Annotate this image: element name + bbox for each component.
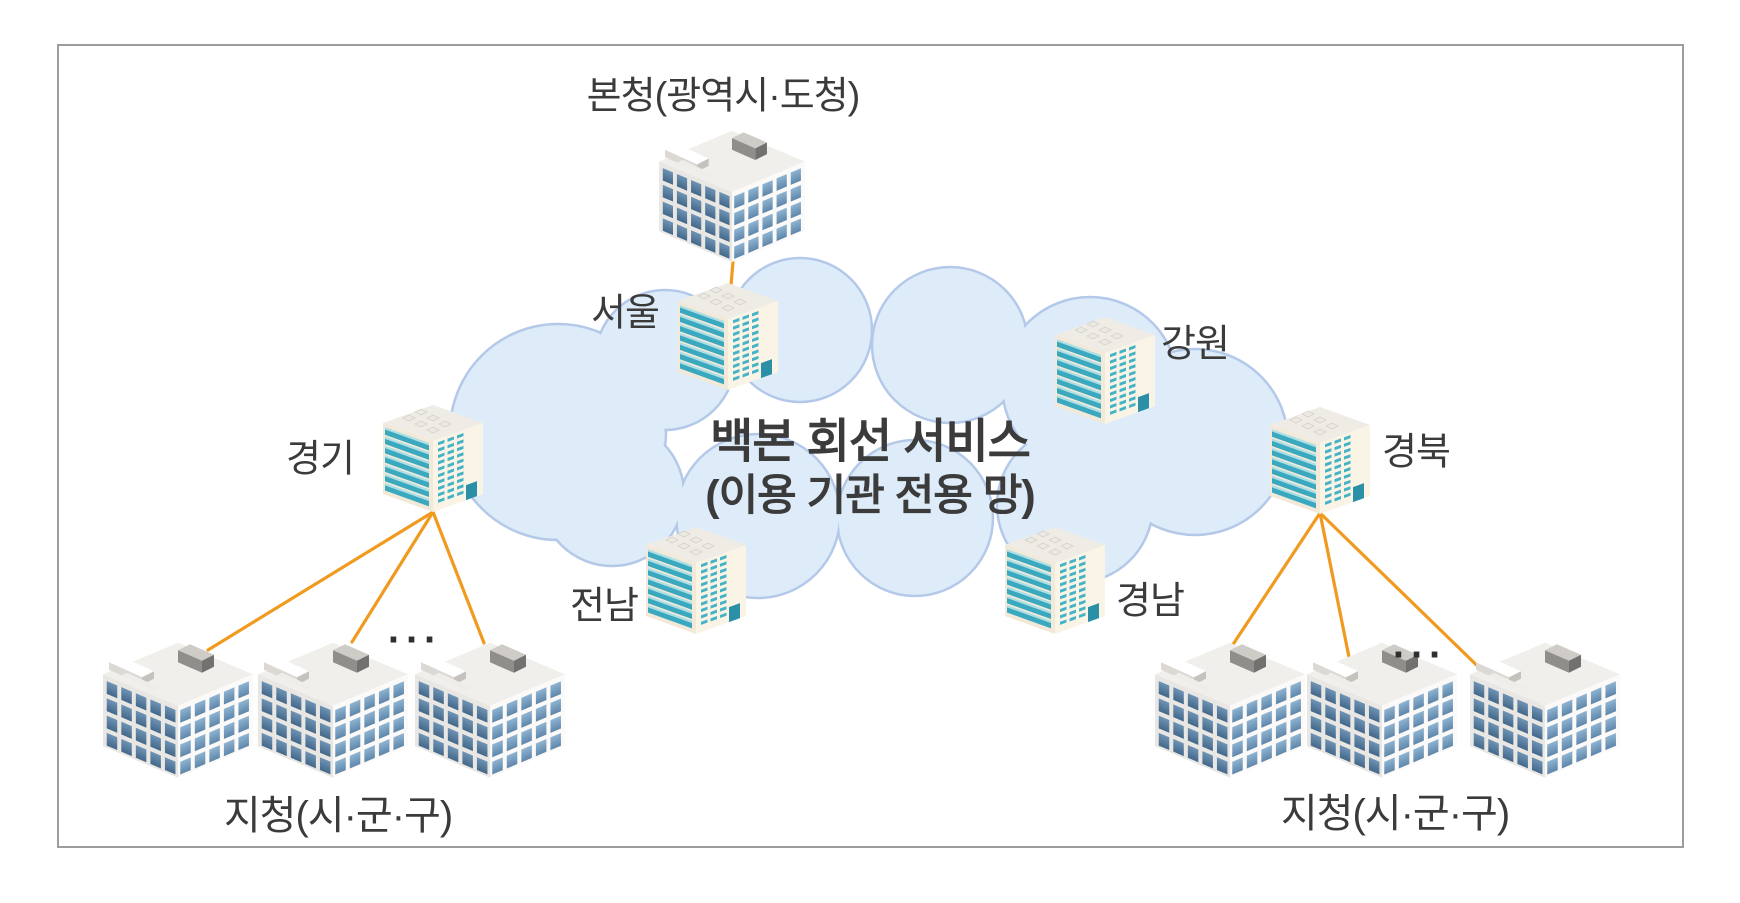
- region-label-jeonnam: 전남: [570, 585, 639, 628]
- region-label-gyeongnam: 경남: [1116, 580, 1185, 623]
- hq-building-icon: [659, 109, 805, 262]
- jeonnam-building-icon: [646, 516, 746, 634]
- cloud-subtitle: (이용 기관 전용 망): [705, 472, 1035, 520]
- hq-label: 본청(광역시·도청): [586, 75, 861, 118]
- connector-gyeonggi-branch1: [206, 510, 435, 652]
- connector-hq-seoul: [729, 260, 735, 287]
- connector-gyeongbuk-branch1: [1222, 511, 1322, 660]
- branch-building-icon: [1155, 620, 1305, 778]
- connector-gyeongbuk-branch3: [1318, 511, 1496, 684]
- region-label-gyeonggi: 경기: [286, 438, 355, 481]
- seoul-building-icon: [678, 272, 778, 390]
- region-label-seoul: 서울: [591, 292, 660, 335]
- connector-gyeongbuk-branch2: [1318, 511, 1354, 674]
- branch-building-icon: [258, 620, 408, 778]
- ellipsis-left: ...: [387, 607, 443, 652]
- ellipsis-right: ...: [1392, 622, 1448, 667]
- branch-left-label: 지청(시·군·구): [223, 794, 453, 838]
- branch-right-label: 지청(시·군·구): [1280, 792, 1510, 836]
- branch-building-icon: [103, 620, 253, 778]
- connector-gyeonggi-branch3: [431, 510, 486, 645]
- gyeonggi-building-icon: [383, 394, 483, 512]
- gangwon-building-icon: [1055, 306, 1155, 424]
- connector-gyeonggi-branch2: [350, 510, 435, 644]
- cloud-title: 백본 회선 서비스: [710, 414, 1031, 468]
- region-label-gyeongbuk: 경북: [1382, 431, 1451, 474]
- region-label-gangwon: 강원: [1161, 323, 1230, 366]
- gyeongbuk-building-icon: [1270, 396, 1370, 514]
- branch-building-icon: [1470, 620, 1620, 778]
- gyeongnam-building-icon: [1005, 516, 1105, 634]
